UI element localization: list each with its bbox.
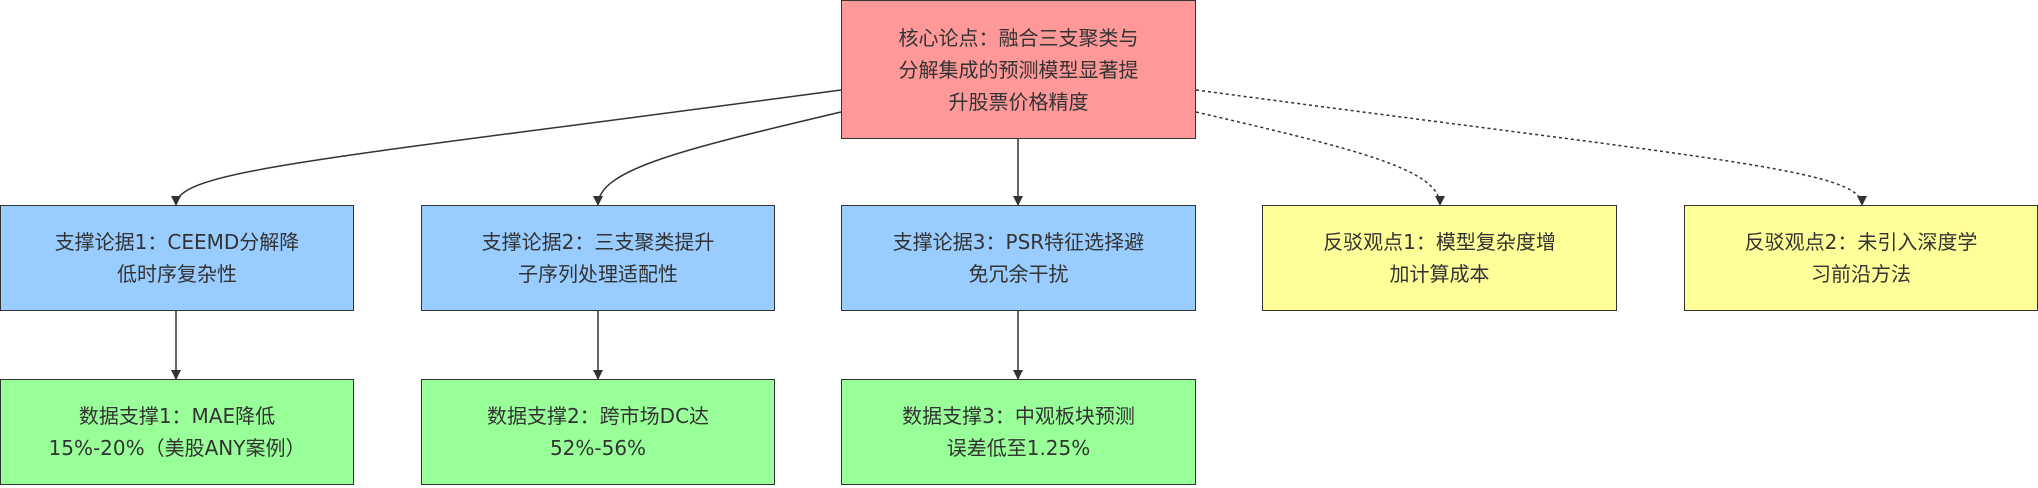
node-core-line-1: 核心论点：融合三支聚类与 <box>898 25 1139 50</box>
node-data-2: 数据支撑2：跨市场DC达 52%-56% <box>421 379 775 485</box>
edge-core-to-support2 <box>593 111 842 206</box>
node-rebuttal2-line-2: 习前沿方法 <box>1810 262 1911 286</box>
node-data1-line-1: 数据支撑1：MAE降低 <box>78 404 276 428</box>
node-support2-line-1: 支撑论据2：三支聚类提升 <box>481 230 715 254</box>
edge-core-to-support1 <box>171 89 842 206</box>
node-support-2: 支撑论据2：三支聚类提升 子序列处理适配性 <box>421 205 775 311</box>
node-support1-line-1: 支撑论据1：CEEMD分解降 <box>54 230 300 254</box>
node-data-3: 数据支撑3：中观板块预测 误差低至1.25% <box>841 379 1196 485</box>
node-support3-line-1: 支撑论据3：PSR特征选择避 <box>892 230 1145 254</box>
node-data2-line-1: 数据支撑2：跨市场DC达 <box>486 404 710 428</box>
node-data1-line-2: 15%-20%（美股ANY案例） <box>48 436 306 460</box>
node-rebuttal-1: 反驳观点1：模型复杂度增 加计算成本 <box>1262 205 1617 311</box>
node-core-line-2: 分解集成的预测模型显著提 <box>898 57 1139 82</box>
node-support1-line-2: 低时序复杂性 <box>117 262 237 286</box>
node-support2-line-2: 子序列处理适配性 <box>517 262 678 286</box>
node-data3-line-1: 数据支撑3：中观板块预测 <box>902 404 1135 428</box>
node-support-1: 支撑论据1：CEEMD分解降 低时序复杂性 <box>0 205 354 311</box>
node-data3-line-2: 误差低至1.25% <box>946 436 1091 460</box>
node-core-thesis: 核心论点：融合三支聚类与 分解集成的预测模型显著提 升股票价格精度 <box>841 0 1196 139</box>
node-rebuttal1-line-1: 反驳观点1：模型复杂度增 <box>1323 230 1556 254</box>
node-support3-line-2: 免冗余干扰 <box>968 262 1069 286</box>
node-rebuttal1-line-2: 加计算成本 <box>1389 262 1490 286</box>
edge-core-to-rebuttal2 <box>1195 89 1867 206</box>
node-rebuttal2-line-1: 反驳观点2：未引入深度学 <box>1744 230 1978 254</box>
node-data-1: 数据支撑1：MAE降低 15%-20%（美股ANY案例） <box>0 379 354 485</box>
edge-core-to-rebuttal1 <box>1195 111 1445 206</box>
node-data2-line-2: 52%-56% <box>549 436 647 460</box>
node-rebuttal-2: 反驳观点2：未引入深度学 习前沿方法 <box>1684 205 2038 311</box>
node-support-3: 支撑论据3：PSR特征选择避 免冗余干扰 <box>841 205 1196 311</box>
node-core-line-3: 升股票价格精度 <box>948 89 1089 114</box>
